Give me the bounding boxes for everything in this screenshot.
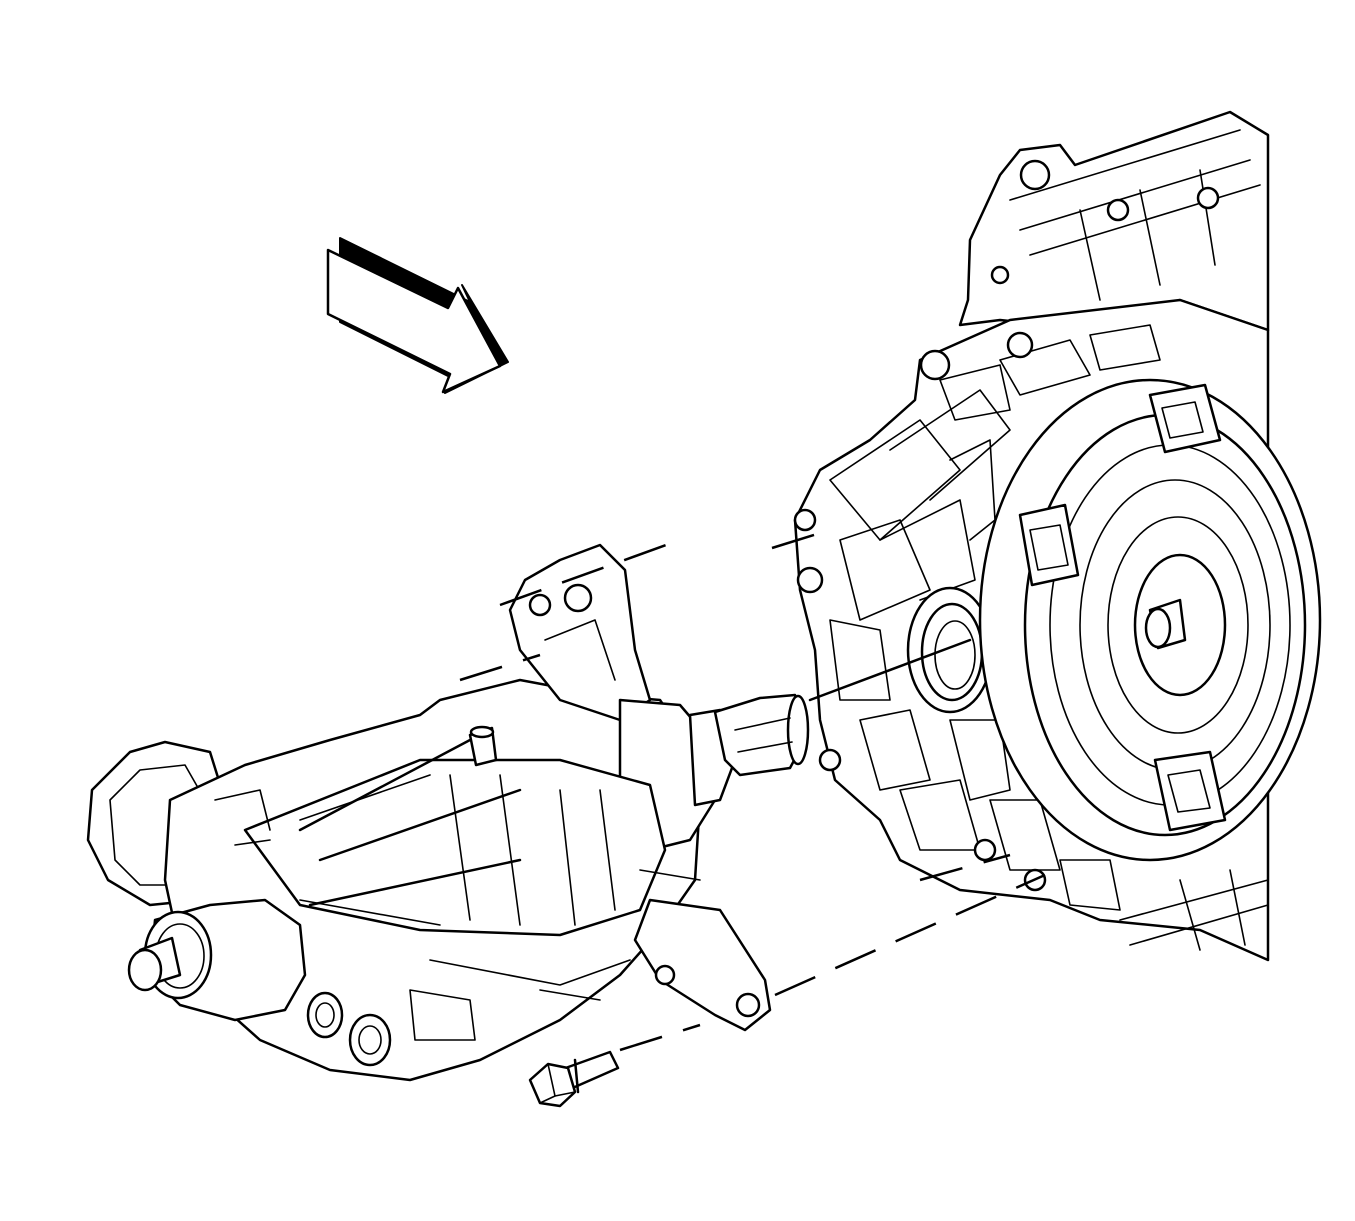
transfer-case-icon — [86, 543, 810, 1082]
flange-bolt-icon — [528, 1050, 620, 1108]
dashed-leader-lines-icon — [459, 528, 1046, 1052]
transmission-housing-icon — [793, 110, 1322, 962]
view-direction-arrow-icon — [326, 237, 509, 394]
